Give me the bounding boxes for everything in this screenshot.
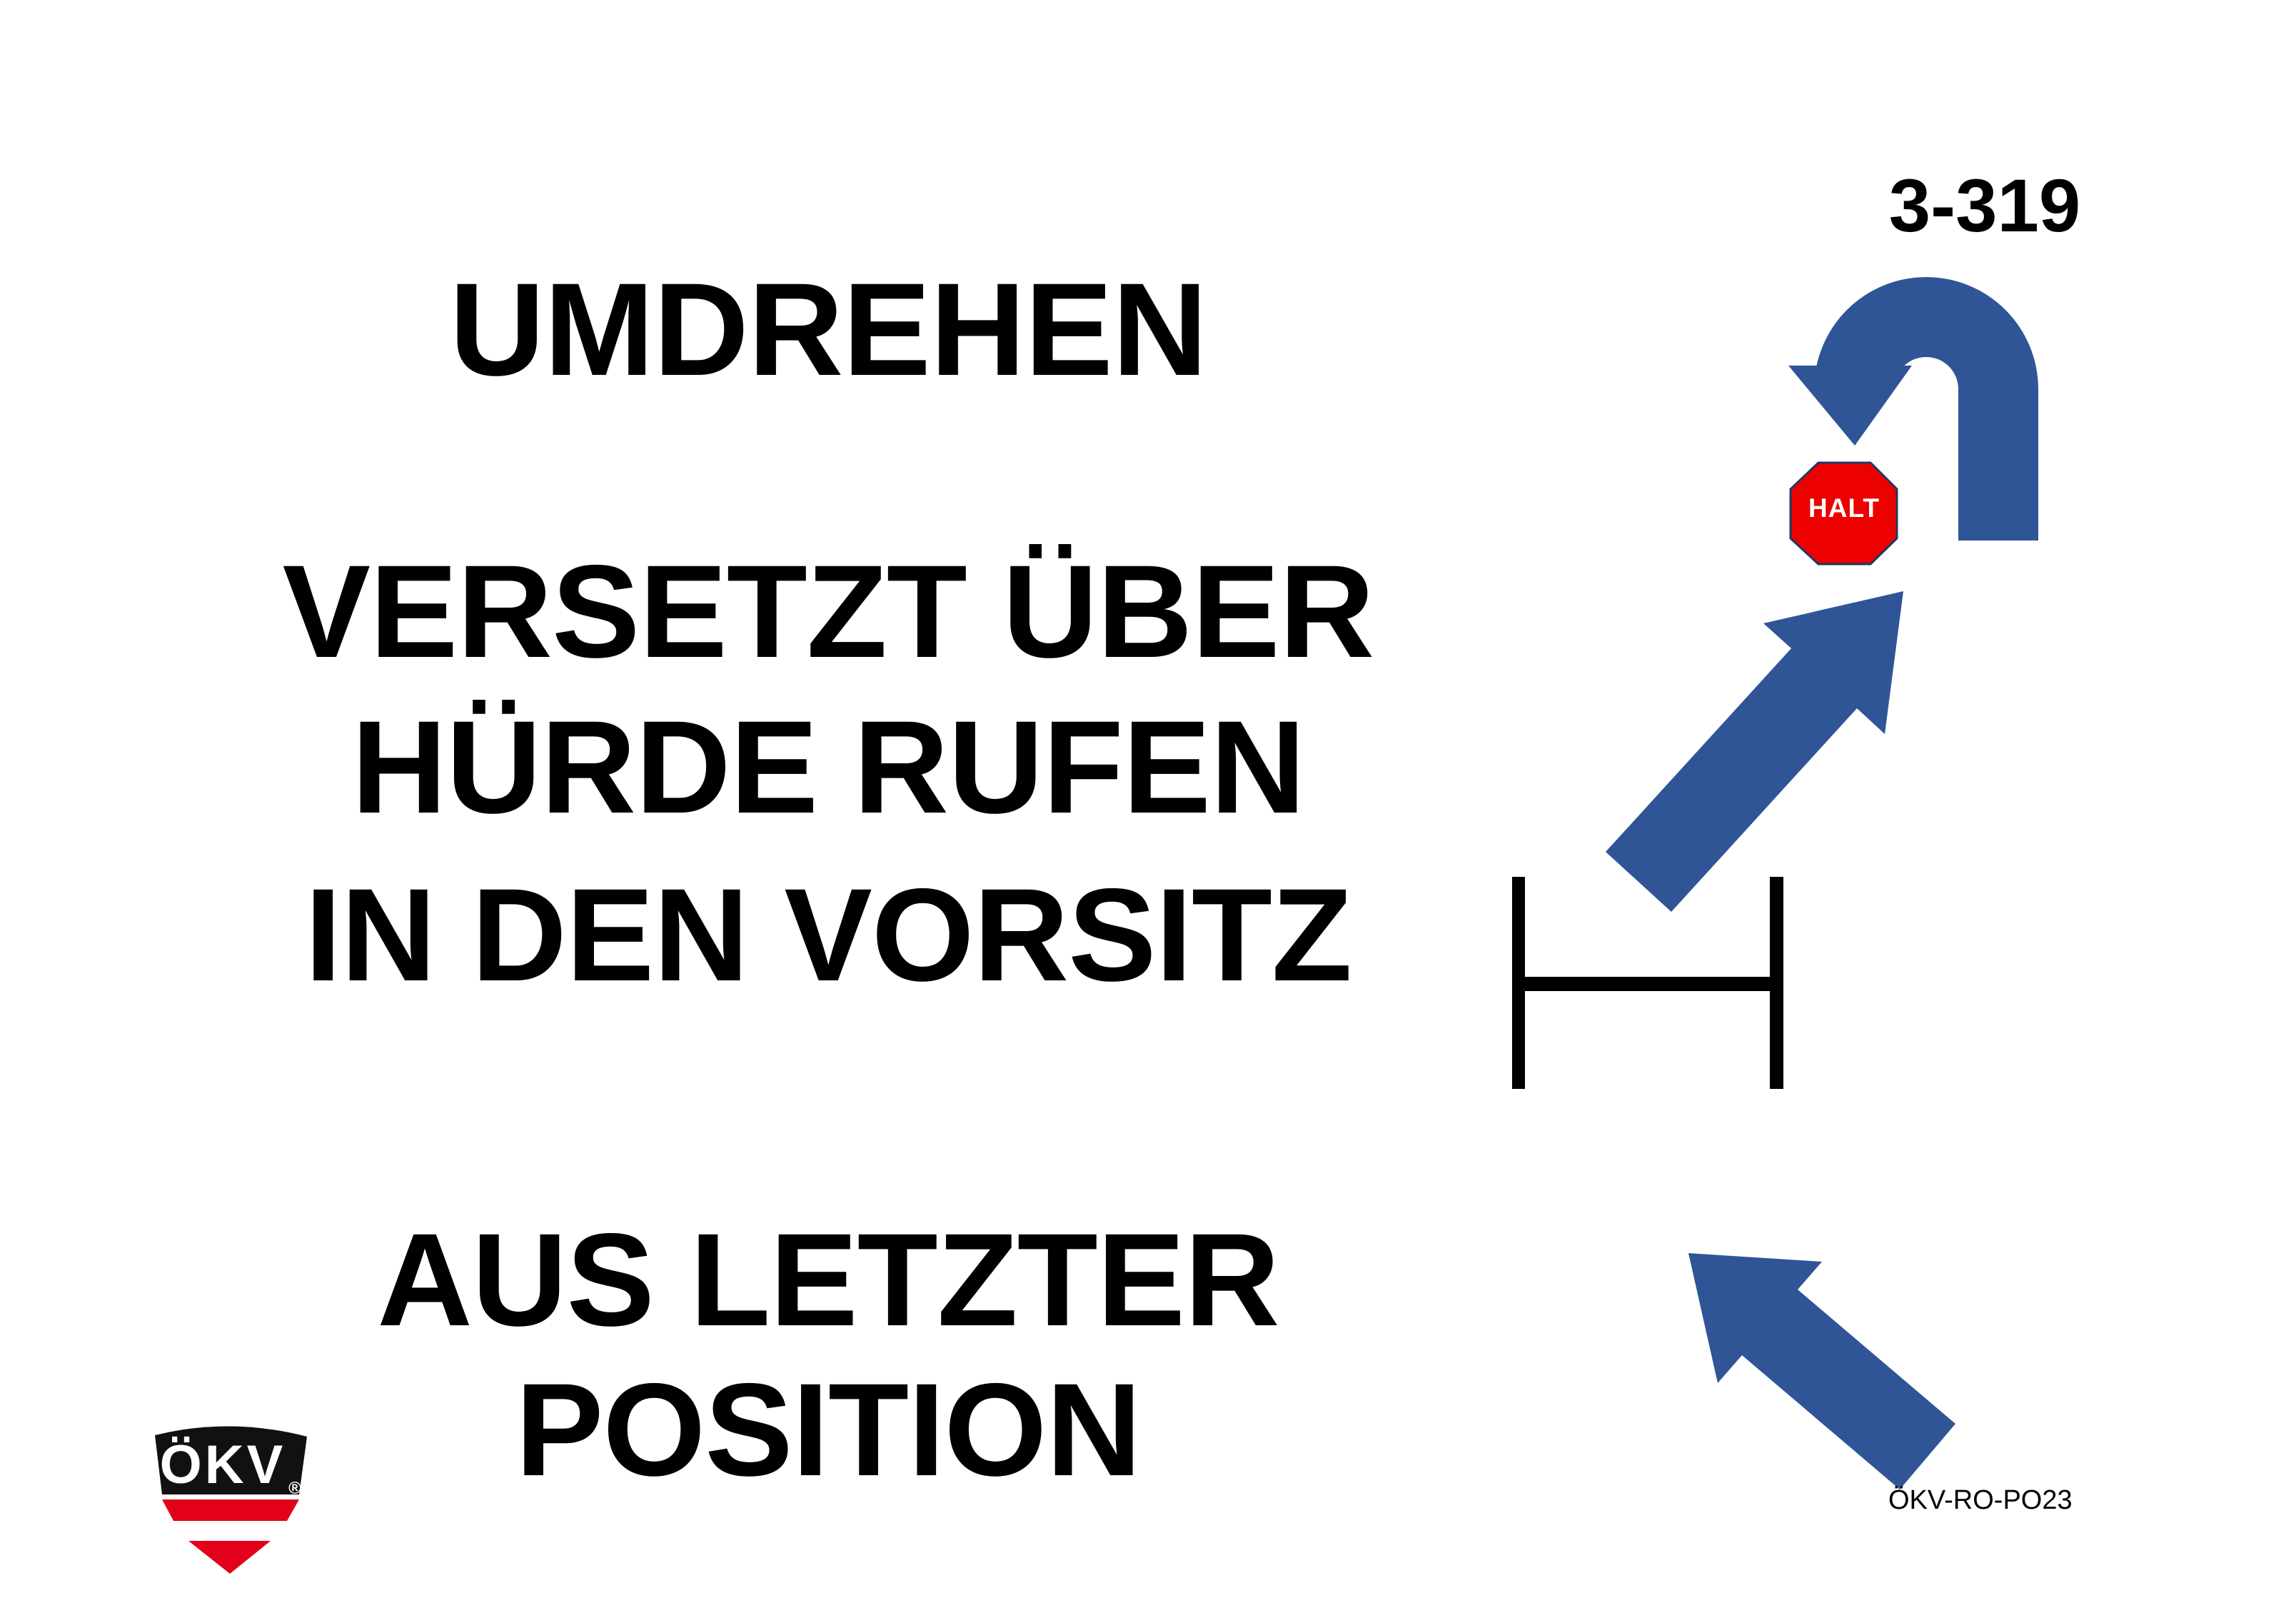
exercise-code: 3-319 (1888, 164, 2081, 248)
u-turn-arrow-body (1814, 277, 2038, 541)
okv-logo: ÖKV ® (155, 1426, 307, 1574)
halt-octagon (1789, 461, 1898, 566)
instruction-line-3: HÜRDE RUFEN (351, 694, 1305, 841)
hurdle-crossbar (1512, 977, 1783, 991)
instruction-line-4: IN DEN VORSITZ (304, 862, 1352, 1009)
halt-label: HALT (1808, 493, 1880, 523)
u-turn-arrowhead (1788, 366, 1912, 446)
jump-hurdle-icon (1512, 877, 1783, 1089)
okv-logo-reg-mark: ® (288, 1479, 301, 1498)
ascend-arrow-icon (1606, 591, 1903, 912)
okv-logo-black-band (155, 1426, 307, 1494)
instruction-line-5: AUS LETZTER (377, 1207, 1279, 1354)
okv-logo-red-band (162, 1499, 299, 1521)
okv-logo-text: ÖKV (160, 1434, 286, 1495)
approach-arrow-icon (1688, 1253, 1955, 1489)
instruction-line-6: POSITION (515, 1357, 1142, 1504)
instruction-line-1: UMDREHEN (449, 256, 1208, 403)
u-turn-arrow-icon (1788, 277, 2038, 541)
doc-code: ÖKV-RO-PO23 (1888, 1485, 2073, 1515)
halt-stop-sign-icon: HALT (1789, 461, 1898, 566)
instruction-line-2: VERSETZT ÜBER (282, 538, 1375, 685)
okv-logo-red-triangle (188, 1541, 271, 1574)
